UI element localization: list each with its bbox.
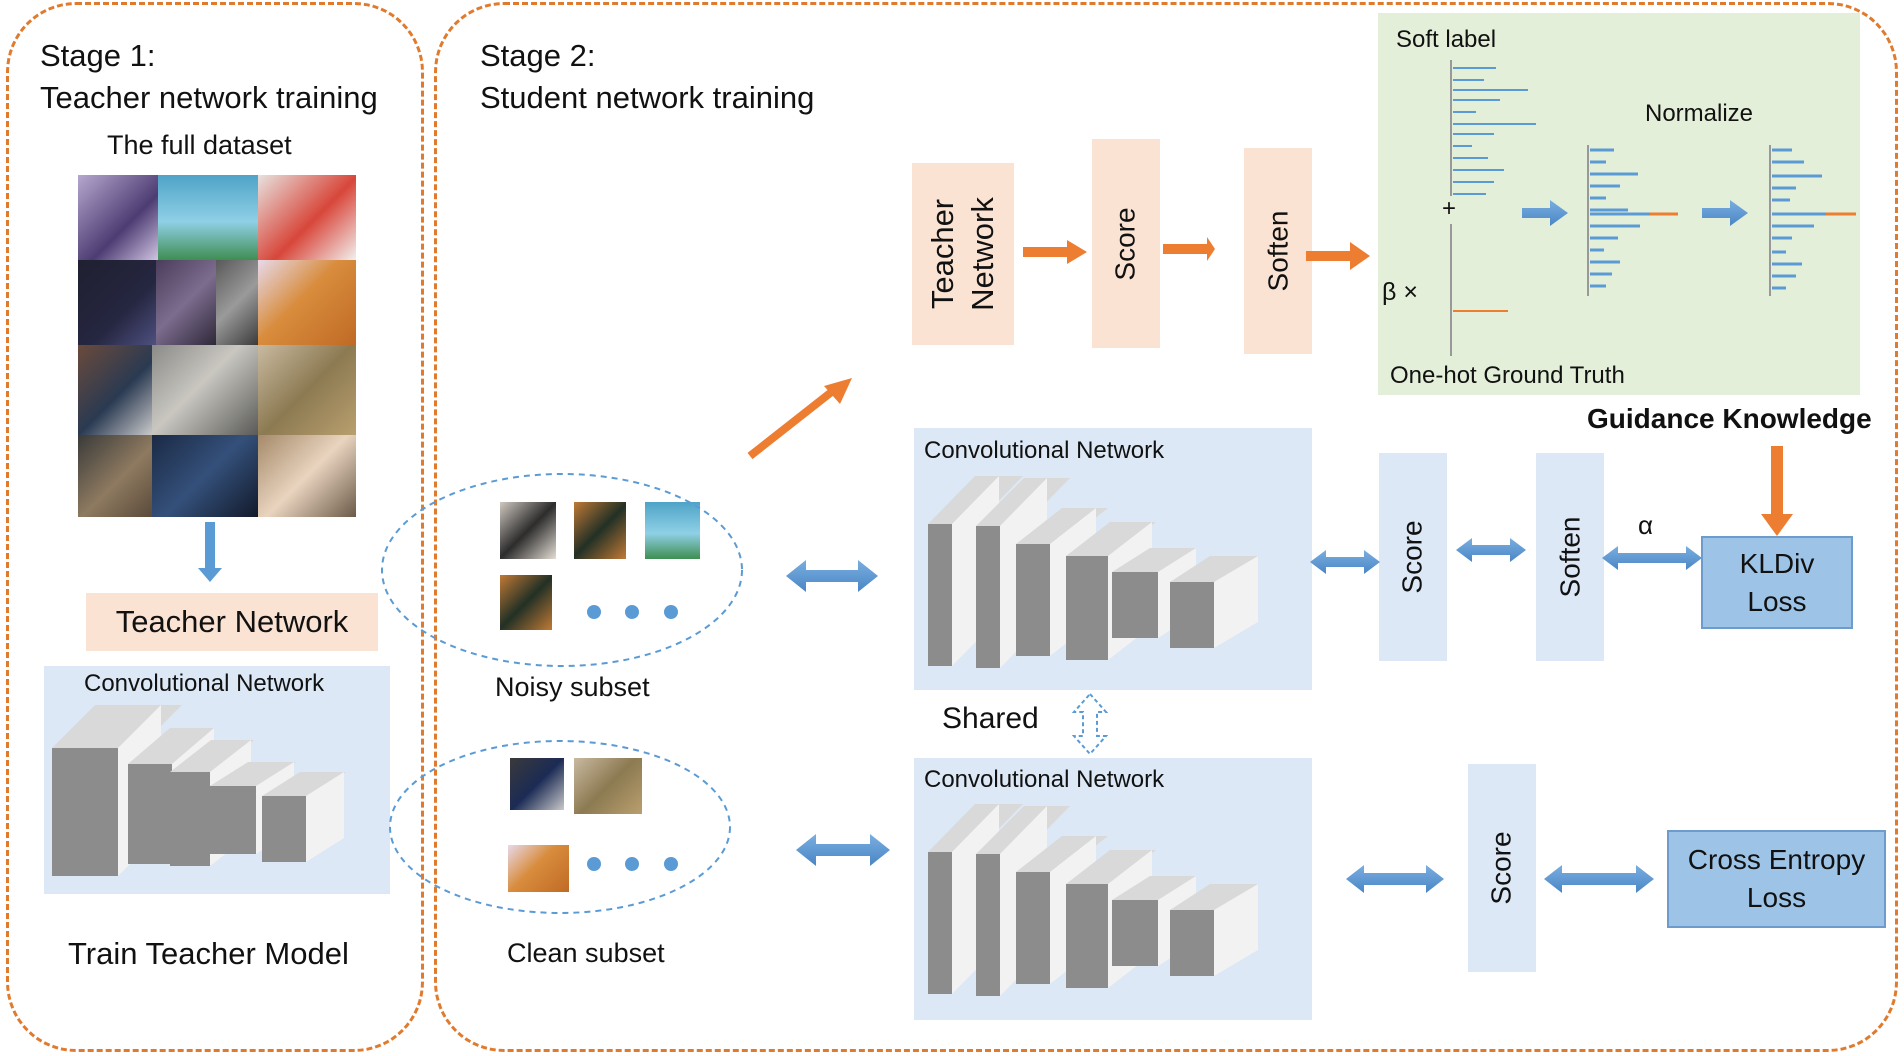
conv-top-blocks — [928, 476, 1258, 668]
stage1-conv-label: Convolutional Network — [84, 670, 325, 697]
dataset-thumb — [216, 260, 258, 345]
shared-label: Shared — [942, 702, 1039, 735]
conv-bottom-label: Convolutional Network — [924, 766, 1165, 793]
full-dataset-grid — [78, 175, 356, 517]
conv-bottom-blocks — [928, 804, 1258, 996]
plus-sign: + — [1442, 195, 1457, 222]
mid-soften-box: Soften — [1536, 453, 1604, 661]
soft-label-bars — [1450, 60, 1856, 356]
soft-label-panel — [1378, 13, 1860, 395]
ellipsis-dots — [587, 605, 678, 871]
conv-top-label: Convolutional Network — [924, 437, 1165, 464]
noisy-thumb — [574, 502, 626, 559]
clean-thumb — [574, 758, 642, 814]
teacher-network-box: Teacher Network — [912, 163, 1014, 345]
stage1-down-arrow — [198, 522, 222, 582]
dataset-thumb — [258, 260, 356, 345]
guidance-down-arrow — [1761, 446, 1793, 536]
mid-score-box: Score — [1379, 453, 1447, 661]
normalize-arrows — [1522, 200, 1748, 226]
stage1-footer-label: Train Teacher Model — [68, 936, 349, 971]
noisy-subset-ellipse — [381, 473, 743, 667]
beta-times: β × — [1382, 278, 1418, 306]
alpha-label: α — [1638, 510, 1654, 540]
stage1-frame — [6, 2, 424, 1052]
orange-row-arrows — [1023, 237, 1370, 270]
dataset-thumb — [78, 435, 152, 517]
dataset-thumb — [158, 175, 258, 260]
kldiv-line2: Loss — [1747, 585, 1807, 617]
stage2-title: Stage 2: — [480, 38, 596, 73]
noisy-thumb — [645, 502, 700, 559]
blue-double-arrows — [786, 538, 1702, 893]
dataset-thumb — [152, 435, 258, 517]
stage2-subtitle: Student network training — [480, 80, 815, 115]
dataset-thumb — [258, 435, 356, 517]
stage1-teacher-network-label: Teacher Network — [115, 604, 349, 639]
onehot-label: One-hot Ground Truth — [1390, 362, 1625, 389]
dataset-label: The full dataset — [107, 130, 292, 160]
ce-line1: Cross Entropy — [1687, 844, 1866, 875]
dataset-thumb — [78, 260, 156, 345]
clean-thumb — [510, 758, 564, 810]
stage1-teacher-network-box: Teacher Network — [86, 593, 378, 651]
guidance-label: Guidance Knowledge — [1587, 403, 1872, 434]
teacher-score-box: Score — [1092, 139, 1160, 348]
stage1-conv-blocks — [52, 705, 346, 876]
orange-diagonal-arrow — [747, 378, 852, 460]
normalize-label: Normalize — [1645, 100, 1754, 127]
clean-subset-ellipse — [389, 740, 731, 914]
dataset-thumb — [78, 175, 158, 260]
teacher-soften-box: Soften — [1244, 148, 1312, 354]
noisy-thumb — [500, 502, 556, 559]
stage1-subtitle: Teacher network training — [40, 80, 378, 115]
ce-line2: Loss — [1746, 882, 1807, 913]
kldiv-line1: KLDiv — [1739, 547, 1815, 579]
noisy-thumb — [500, 575, 552, 630]
dataset-thumb — [78, 345, 152, 435]
stage2-frame — [434, 2, 1898, 1052]
clean-thumb — [508, 845, 569, 892]
dataset-thumb — [258, 345, 356, 435]
dataset-thumb — [152, 345, 258, 435]
bottom-score-box: Score — [1468, 764, 1536, 972]
shared-double-arrow — [1071, 692, 1109, 756]
stage1-title: Stage 1: — [40, 38, 156, 73]
dataset-thumb — [156, 260, 216, 345]
soft-label-title: Soft label — [1396, 26, 1497, 53]
clean-subset-label: Clean subset — [507, 938, 665, 968]
noisy-subset-label: Noisy subset — [495, 672, 650, 702]
dataset-thumb — [258, 175, 356, 260]
